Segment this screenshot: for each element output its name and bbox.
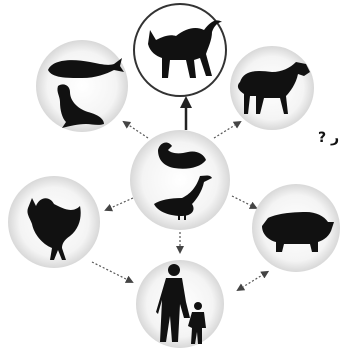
duck-and-goose-icon [154,142,212,220]
node-whale-and-seal [36,40,128,132]
whale-and-seal-icon [48,58,124,128]
node-horse [230,46,314,130]
black-cat-icon [148,20,222,79]
edge-chicken-humans [91,261,134,283]
node-cat [133,3,227,97]
node-humans [136,260,224,348]
edge-ducks-horse [213,120,242,139]
edges [91,96,270,292]
node-ducks [130,130,230,230]
edge-ducks-pig [231,195,258,209]
pig-icon [262,212,334,252]
node-pig [252,184,340,272]
side-mark: ? ر [318,130,339,146]
edge-ducks-chicken [104,197,134,212]
edge-ducks-sea [122,120,149,139]
node-chicken [8,176,100,268]
chicken-icon [27,198,81,260]
edge-pig-humans [236,270,270,292]
adult-and-child-icon [156,264,206,344]
horse-icon [237,62,310,114]
